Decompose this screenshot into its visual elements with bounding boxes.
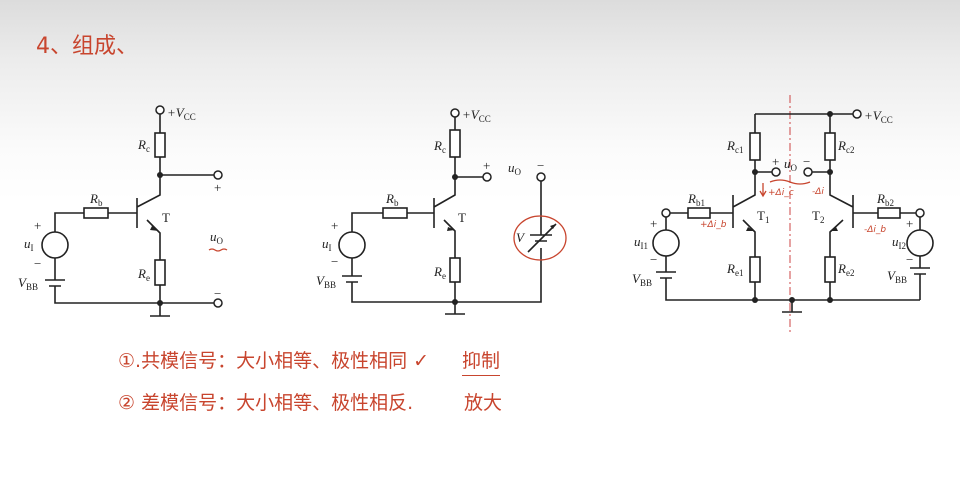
svg-text:VBB: VBB <box>632 271 652 288</box>
voltage-source-ui <box>338 231 366 259</box>
svg-text:uO: uO <box>210 229 224 246</box>
resistor-rb <box>382 207 408 219</box>
svg-text:Rb: Rb <box>89 191 103 208</box>
note-text: ①.共模信号：大小相等、极性相同 ✓ <box>118 350 430 372</box>
svg-text:T: T <box>458 210 466 225</box>
svg-text:uO: uO <box>508 160 522 177</box>
resistor-rb1 <box>687 207 711 219</box>
svg-text:T1: T1 <box>757 208 769 225</box>
resistor-rc <box>154 132 166 158</box>
svg-text:+: + <box>650 216 657 231</box>
svg-text:Rc2: Rc2 <box>837 138 854 155</box>
resistor-re1 <box>749 256 761 283</box>
slide-heading: 4、组成、 <box>36 34 138 59</box>
svg-text:+: + <box>772 154 779 169</box>
note-text: ② 差模信号：大小相等、极性相反. <box>118 392 414 414</box>
svg-text:T: T <box>162 210 170 225</box>
note-differential-mode: ② 差模信号：大小相等、极性相反. <box>118 388 413 415</box>
note-common-mode: ①.共模信号：大小相等、极性相同 ✓ <box>118 346 429 373</box>
svg-text:+: + <box>214 180 221 195</box>
svg-text:+: + <box>483 158 490 173</box>
svg-text:−: − <box>803 154 810 169</box>
svg-text:uO: uO <box>784 156 798 173</box>
resistor-rc2 <box>824 132 836 161</box>
circuit-single-ended: +VCC Rc Rb Re T uI VBB uO + − + − <box>18 105 228 317</box>
svg-text:−: − <box>537 158 544 173</box>
svg-text:Rb2: Rb2 <box>876 191 894 208</box>
svg-text:Rc1: Rc1 <box>726 138 743 155</box>
annotation-circle <box>513 215 567 261</box>
voltage-source-ui2 <box>906 229 934 257</box>
svg-text:+: + <box>34 218 41 233</box>
resistor-rc1 <box>749 132 761 161</box>
svg-text:Rc: Rc <box>137 137 150 154</box>
svg-text:−: − <box>331 254 338 269</box>
svg-text:Rb: Rb <box>385 191 399 208</box>
svg-text:Re1: Re1 <box>726 261 743 278</box>
svg-text:VBB: VBB <box>316 273 336 290</box>
circuit-with-bias-source: +VCC Rc Rb Re T uI VBB uO V + − + − <box>316 107 567 315</box>
svg-text:V: V <box>516 230 526 245</box>
circuit-differential-amplifier: +VCC Rc1 Rc2 Rb1 Rb2 Re1 Re2 T1 T2 uI1 u… <box>632 95 934 335</box>
svg-text:-Δi: -Δi <box>812 187 824 197</box>
svg-text:-Δi_b: -Δi_b <box>864 225 886 235</box>
svg-text:Re: Re <box>137 266 150 283</box>
note-common-mode-result: 抑制 <box>462 346 501 376</box>
resistor-rb <box>83 207 109 219</box>
svg-text:Rb1: Rb1 <box>687 191 705 208</box>
svg-text:+VCC: +VCC <box>864 108 893 125</box>
svg-text:−: − <box>34 256 41 271</box>
resistor-re2 <box>824 256 836 283</box>
svg-text:uI: uI <box>322 236 332 253</box>
voltage-source-ui1 <box>652 229 680 257</box>
svg-text:Rc: Rc <box>433 138 446 155</box>
resistor-rc <box>449 129 461 158</box>
svg-text:−: − <box>906 252 913 267</box>
svg-text:−: − <box>214 286 221 301</box>
svg-text:+VCC: +VCC <box>462 107 491 124</box>
svg-text:+Δi_b: +Δi_b <box>700 220 727 230</box>
note-differential-mode-result: 放大 <box>464 392 503 414</box>
svg-text:uI: uI <box>24 236 34 253</box>
svg-text:Re: Re <box>433 264 446 281</box>
svg-text:VBB: VBB <box>887 268 907 285</box>
svg-text:uI2: uI2 <box>892 234 906 251</box>
svg-text:+Δi_c: +Δi_c <box>768 188 794 198</box>
voltage-source-ui <box>41 231 69 259</box>
svg-text:+VCC: +VCC <box>167 105 196 122</box>
svg-text:+: + <box>906 216 913 231</box>
svg-text:−: − <box>650 252 657 267</box>
resistor-rb2 <box>877 207 901 219</box>
svg-text:VBB: VBB <box>18 275 38 292</box>
svg-text:Re2: Re2 <box>837 261 854 278</box>
svg-text:T2: T2 <box>812 208 824 225</box>
resistor-re <box>449 257 461 283</box>
svg-text:uI1: uI1 <box>634 234 648 251</box>
resistor-re <box>154 259 166 286</box>
svg-text:+: + <box>331 218 338 233</box>
